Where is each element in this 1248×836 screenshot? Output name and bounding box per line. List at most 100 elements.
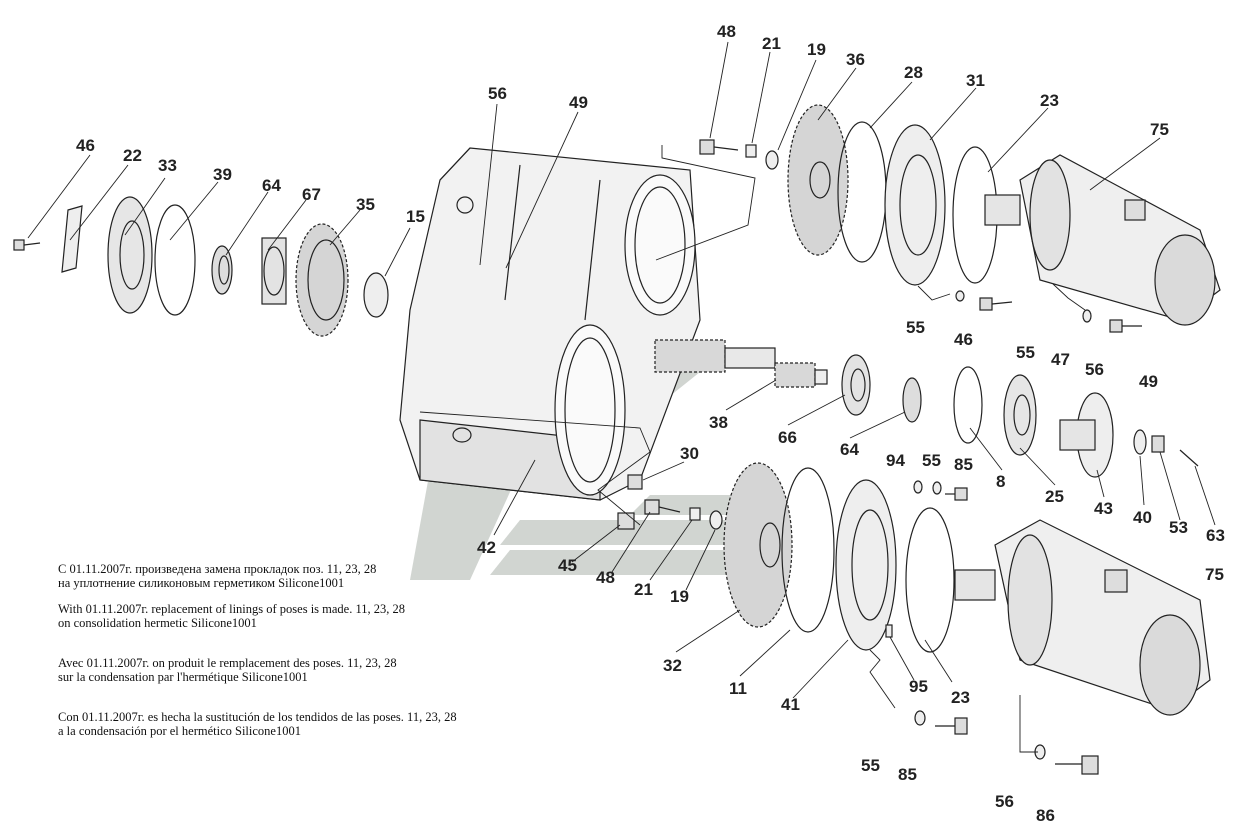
washer-19-bottom bbox=[709, 510, 723, 530]
note-es-line2: a la condensación por el hermético Silic… bbox=[58, 724, 301, 738]
callout-64: 64 bbox=[262, 176, 281, 195]
flange-41 bbox=[835, 479, 897, 651]
gasket-8 bbox=[953, 366, 983, 444]
nut-53 bbox=[1151, 435, 1165, 453]
callout-22: 22 bbox=[123, 146, 142, 165]
callout-49-right: 49 bbox=[1139, 372, 1158, 391]
revision-notes: С 01.11.2007г. произведена замена прокла… bbox=[58, 562, 528, 750]
ring-15 bbox=[363, 272, 389, 318]
callout-28: 28 bbox=[904, 63, 923, 82]
note-ru-line1: С 01.11.2007г. произведена замена прокла… bbox=[58, 562, 377, 576]
callout-45: 45 bbox=[558, 556, 577, 575]
callout-23: 23 bbox=[1040, 91, 1059, 110]
bearing-66 bbox=[841, 354, 871, 416]
small-parts-mid bbox=[885, 480, 968, 638]
callout-46-right: 46 bbox=[954, 330, 973, 349]
callout-38: 38 bbox=[709, 413, 728, 432]
callout-41: 41 bbox=[781, 695, 800, 714]
motor-75-top bbox=[984, 154, 1221, 326]
seal-64-mid bbox=[902, 377, 922, 423]
callout-42: 42 bbox=[477, 538, 496, 557]
callout-39: 39 bbox=[213, 165, 232, 184]
washer-19-top bbox=[765, 150, 779, 170]
gear-36 bbox=[787, 104, 849, 256]
callout-56: 56 bbox=[488, 84, 507, 103]
assembly-lines bbox=[419, 145, 1086, 753]
callout-95: 95 bbox=[909, 677, 928, 696]
callout-94: 94 bbox=[886, 451, 905, 470]
callout-66: 66 bbox=[778, 428, 797, 447]
callout-85: 85 bbox=[954, 455, 973, 474]
callout-19-bottom: 19 bbox=[670, 587, 689, 606]
callout-11: 11 bbox=[729, 679, 747, 698]
flange-43 bbox=[1059, 392, 1114, 478]
gasket-11 bbox=[781, 467, 835, 633]
callout-48-bottom: 48 bbox=[596, 568, 615, 587]
washer-21-bottom bbox=[689, 507, 701, 521]
shaft-38 bbox=[654, 339, 828, 388]
callout-64-mid: 64 bbox=[840, 440, 859, 459]
note-en-line2: on consolidation hermetic Silicone1001 bbox=[58, 616, 257, 630]
callout-56-right: 56 bbox=[1085, 360, 1104, 379]
note-russian: С 01.11.2007г. произведена замена прокла… bbox=[58, 562, 528, 590]
small-parts-bottom bbox=[914, 710, 1099, 775]
callout-75: 75 bbox=[1150, 120, 1169, 139]
callout-25: 25 bbox=[1045, 487, 1064, 506]
note-english: With 01.11.2007г. replacement of linings… bbox=[58, 602, 528, 630]
callout-49: 49 bbox=[569, 93, 588, 112]
pin-63 bbox=[1179, 449, 1199, 467]
note-french: Avec 01.11.2007г. on produit le remplace… bbox=[58, 656, 528, 684]
callout-86: 86 bbox=[1036, 806, 1055, 825]
callout-35: 35 bbox=[356, 195, 375, 214]
callout-43: 43 bbox=[1094, 499, 1113, 518]
motor-75-bottom bbox=[954, 519, 1211, 716]
callout-30: 30 bbox=[680, 444, 699, 463]
note-en-line1: With 01.11.2007г. replacement of linings… bbox=[58, 602, 406, 616]
callout-55-mid: 55 bbox=[1016, 343, 1035, 362]
callout-33: 33 bbox=[158, 156, 177, 175]
leader-lines bbox=[27, 41, 1216, 699]
callout-labels: 46 22 33 39 64 67 35 15 56 49 48 21 19 3… bbox=[76, 22, 1225, 825]
callout-21: 21 bbox=[762, 34, 781, 53]
flange-31 bbox=[884, 124, 946, 286]
callout-56-bottom: 56 bbox=[995, 792, 1014, 811]
note-es-line1: Con 01.11.2007г. es hecha la sustitución… bbox=[58, 710, 457, 724]
washer-40 bbox=[1133, 429, 1147, 455]
gearbox-housing bbox=[399, 147, 701, 501]
washer-21-top bbox=[745, 144, 757, 158]
note-spanish: Con 01.11.2007г. es hecha la sustitución… bbox=[58, 710, 528, 738]
callout-48: 48 bbox=[717, 22, 736, 41]
callout-36: 36 bbox=[846, 50, 865, 69]
callout-23-bottom: 23 bbox=[951, 688, 970, 707]
callout-19: 19 bbox=[807, 40, 826, 59]
note-fr-line1: Avec 01.11.2007г. on produit le remplace… bbox=[58, 656, 397, 670]
callout-55-lower: 55 bbox=[922, 451, 941, 470]
callout-55-bottom: 55 bbox=[861, 756, 880, 775]
callout-31: 31 bbox=[966, 71, 985, 90]
bolts-30-45 bbox=[617, 474, 681, 530]
callout-15: 15 bbox=[406, 207, 425, 226]
callout-85-bottom: 85 bbox=[898, 765, 917, 784]
bearing-67 bbox=[261, 237, 287, 305]
small-parts-top-right bbox=[955, 290, 1142, 333]
cover-33 bbox=[107, 196, 153, 314]
callout-8: 8 bbox=[996, 472, 1005, 491]
note-ru-line2: на уплотнение силиконовым герметиком Sil… bbox=[58, 576, 345, 590]
callout-47: 47 bbox=[1051, 350, 1070, 369]
callout-53: 53 bbox=[1169, 518, 1188, 537]
bolt-48-top bbox=[699, 139, 739, 155]
note-fr-line2: sur la condensation par l'hermétique Sil… bbox=[58, 670, 308, 684]
gasket-39 bbox=[154, 204, 196, 316]
gear-35 bbox=[295, 223, 349, 337]
gear-32 bbox=[723, 462, 793, 628]
callout-67: 67 bbox=[302, 185, 321, 204]
callout-55: 55 bbox=[906, 318, 925, 337]
callout-40: 40 bbox=[1133, 508, 1152, 527]
bolt-46-left bbox=[13, 239, 41, 251]
cover-25 bbox=[1003, 374, 1037, 456]
callout-46: 46 bbox=[76, 136, 95, 155]
seal-64 bbox=[211, 245, 233, 295]
callout-63: 63 bbox=[1206, 526, 1225, 545]
callout-32: 32 bbox=[663, 656, 682, 675]
